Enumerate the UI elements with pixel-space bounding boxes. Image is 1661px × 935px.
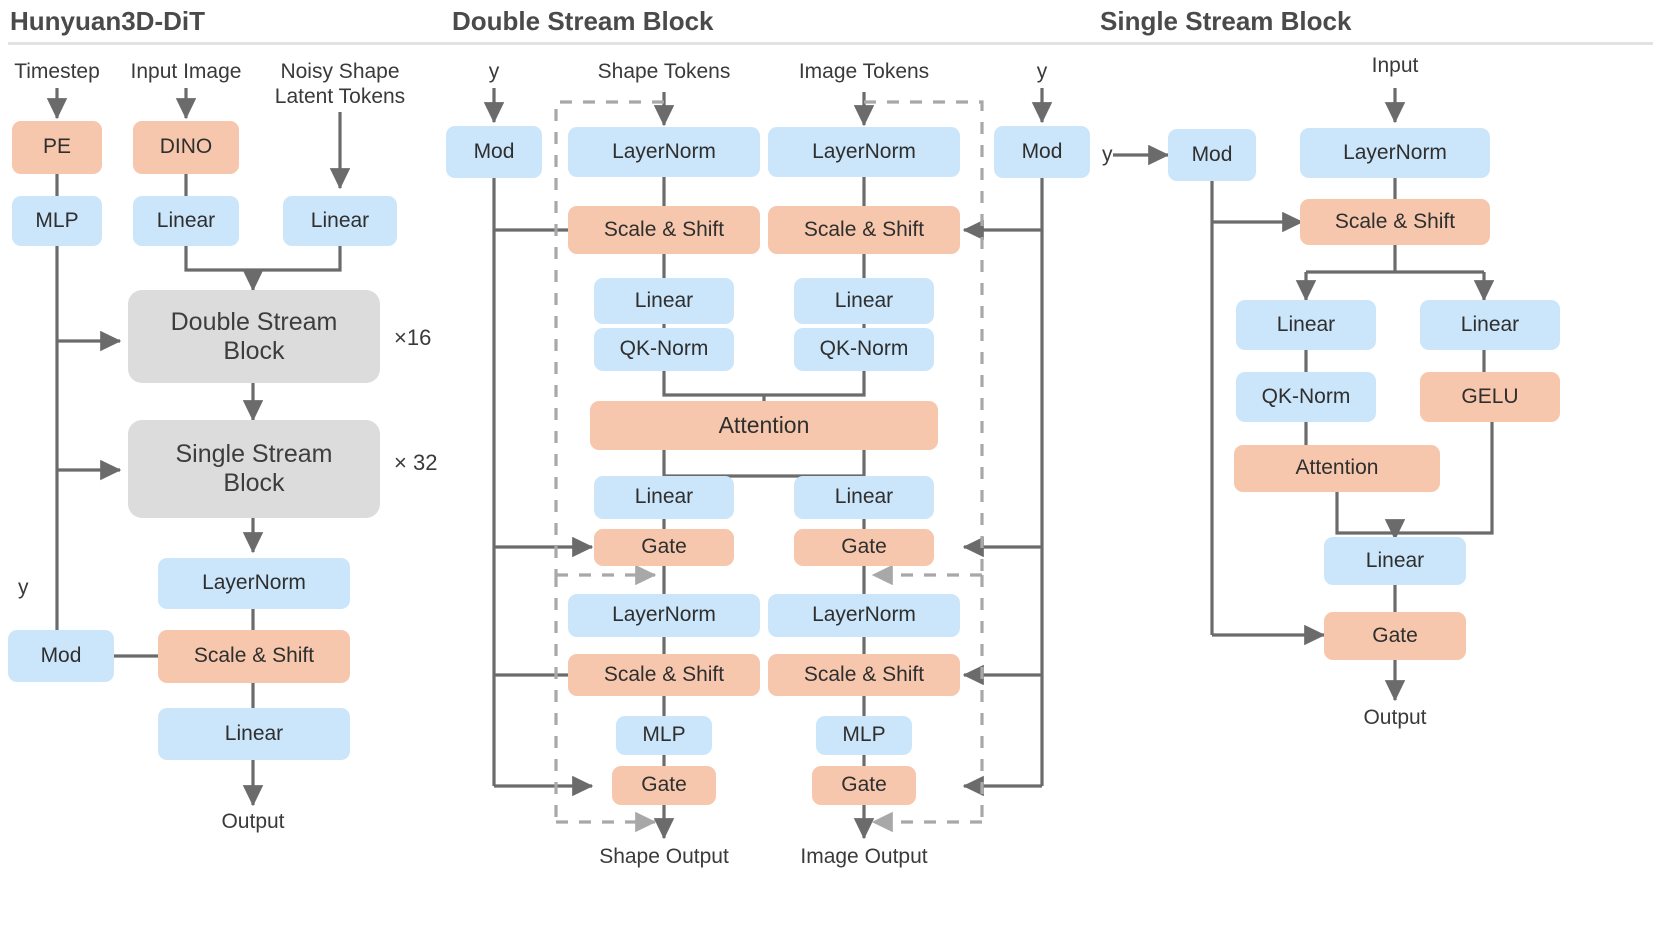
double-shape-linear-qkv[interactable]: Linear (594, 278, 734, 324)
panel-title-overview: Hunyuan3D-DiT (10, 6, 205, 36)
double-node-mod-right[interactable]: Mod (994, 126, 1090, 178)
double-image-scale-shift-2[interactable]: Scale & Shift (768, 654, 960, 696)
double-shape-scale-shift-2[interactable]: Scale & Shift (568, 654, 760, 696)
double-image-qk-norm[interactable]: QK-Norm (794, 328, 934, 371)
double-attention[interactable]: Attention (590, 401, 938, 450)
double-image-gate-attn[interactable]: Gate (794, 529, 934, 566)
overview-node-mlp[interactable]: MLP (12, 196, 102, 246)
overview-node-linear-out[interactable]: Linear (158, 708, 350, 760)
single-node-qk-norm[interactable]: QK-Norm (1236, 372, 1376, 422)
double-image-mlp[interactable]: MLP (816, 716, 912, 755)
overview-node-scale-shift[interactable]: Scale & Shift (158, 630, 350, 683)
single-node-gate[interactable]: Gate (1324, 612, 1466, 660)
double-image-layernorm-1[interactable]: LayerNorm (768, 127, 960, 177)
double-output-shape: Shape Output (599, 845, 729, 868)
double-image-linear-qkv[interactable]: Linear (794, 278, 934, 324)
panel-title-single-stream: Single Stream Block (1100, 6, 1352, 36)
overview-y-label: y (18, 576, 29, 599)
overview-node-dino[interactable]: DINO (133, 121, 239, 174)
double-image-linear-proj[interactable]: Linear (794, 476, 934, 519)
double-input-shape-tokens: Shape Tokens (597, 60, 731, 83)
single-node-gelu[interactable]: GELU (1420, 372, 1560, 422)
double-shape-layernorm-1[interactable]: LayerNorm (568, 127, 760, 177)
overview-node-linear-shape[interactable]: Linear (283, 196, 397, 246)
single-node-scale-shift[interactable]: Scale & Shift (1300, 199, 1490, 245)
overview-node-linear-image[interactable]: Linear (133, 196, 239, 246)
double-input-image-tokens: Image Tokens (798, 60, 930, 83)
overview-input-timestep: Timestep (14, 60, 100, 83)
single-input-label: Input (1371, 54, 1419, 77)
single-node-layernorm[interactable]: LayerNorm (1300, 128, 1490, 178)
overview-node-pe[interactable]: PE (12, 121, 102, 174)
double-shape-layernorm-2[interactable]: LayerNorm (568, 594, 760, 637)
overview-input-image: Input Image (130, 60, 242, 83)
single-output-label: Output (1363, 706, 1427, 729)
double-input-y-left: y (488, 60, 500, 83)
single-node-attention[interactable]: Attention (1234, 445, 1440, 492)
overview-output-label: Output (221, 810, 285, 833)
single-node-linear-qkv[interactable]: Linear (1236, 300, 1376, 350)
header-divider (8, 42, 1653, 45)
double-shape-qk-norm[interactable]: QK-Norm (594, 328, 734, 371)
double-shape-gate-attn[interactable]: Gate (594, 529, 734, 566)
single-node-mod[interactable]: Mod (1168, 129, 1256, 181)
single-y-label: y (1102, 143, 1113, 166)
double-image-layernorm-2[interactable]: LayerNorm (768, 594, 960, 637)
double-image-scale-shift-1[interactable]: Scale & Shift (768, 206, 960, 254)
double-shape-mlp[interactable]: MLP (616, 716, 712, 755)
single-node-linear-out[interactable]: Linear (1324, 537, 1466, 585)
double-node-mod-left[interactable]: Mod (446, 126, 542, 178)
overview-node-double-stream-block[interactable]: Double Stream Block (128, 290, 380, 383)
overview-node-single-stream-block[interactable]: Single Stream Block (128, 420, 380, 518)
single-node-linear-mlp[interactable]: Linear (1420, 300, 1560, 350)
double-input-y-right: y (1036, 60, 1048, 83)
panel-title-double-stream: Double Stream Block (452, 6, 714, 36)
overview-repeat-single: × 32 (394, 450, 438, 475)
double-output-image: Image Output (800, 845, 928, 868)
double-shape-gate-mlp[interactable]: Gate (612, 766, 716, 805)
overview-input-noisy-shape: Noisy Shape Latent Tokens (274, 60, 406, 108)
double-shape-linear-proj[interactable]: Linear (594, 476, 734, 519)
overview-repeat-double: ×16 (394, 325, 432, 350)
double-image-gate-mlp[interactable]: Gate (812, 766, 916, 805)
overview-node-layernorm[interactable]: LayerNorm (158, 558, 350, 609)
overview-node-mod[interactable]: Mod (8, 630, 114, 682)
double-shape-scale-shift-1[interactable]: Scale & Shift (568, 206, 760, 254)
